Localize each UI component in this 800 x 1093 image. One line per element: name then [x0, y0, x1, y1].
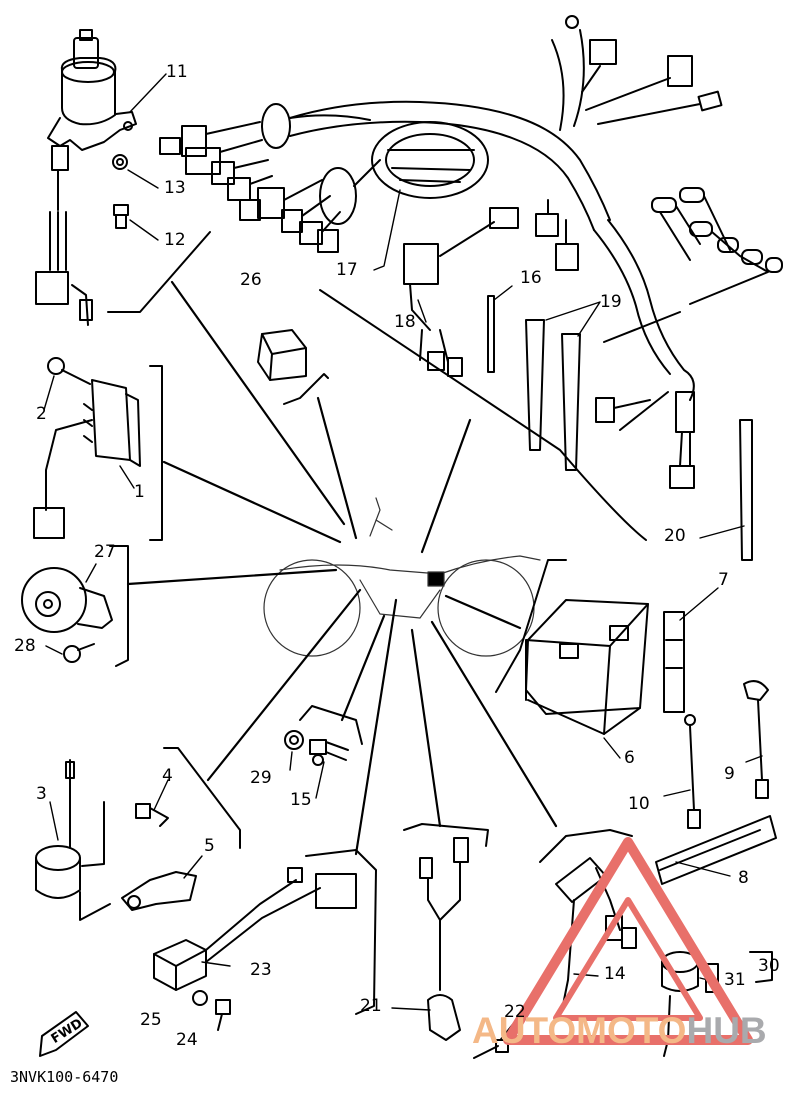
bracket-11: [107, 231, 211, 313]
callout-21: 21: [360, 996, 382, 1016]
callout-8: 8: [738, 868, 749, 888]
connector-18: [403, 199, 579, 377]
callout-18: 18: [394, 312, 416, 332]
motorcycle-outline: [263, 497, 541, 657]
bracket-1: [149, 365, 163, 541]
screw-24: [215, 999, 231, 1031]
battery-band-8: [655, 815, 777, 885]
callout-11: 11: [166, 62, 188, 82]
bracket-26: [283, 373, 329, 405]
callout-6: 6: [624, 748, 635, 768]
callout-16: 16: [520, 268, 542, 288]
relay-26: [257, 329, 307, 381]
callout-22: 22: [504, 1002, 526, 1022]
battery-lead-10: [684, 714, 701, 829]
bracket-21: [403, 823, 489, 847]
battery-lead-9: [743, 680, 769, 799]
fwd-arrow-icon: [39, 1011, 89, 1057]
callout-26: 26: [240, 270, 262, 290]
callout-25: 25: [140, 1010, 162, 1030]
callout-30: 30: [758, 956, 780, 976]
callout-15: 15: [290, 790, 312, 810]
bracket-30: [749, 951, 773, 983]
screw-4: [135, 803, 169, 827]
bracket-23: [305, 849, 377, 1015]
callout-2: 2: [36, 404, 47, 424]
washer-13: [112, 154, 128, 170]
washer-29: [284, 730, 304, 750]
watermark-part-b: HUB: [686, 1010, 767, 1051]
harness-connectors-left: [159, 103, 381, 253]
callout-31: 31: [724, 970, 746, 990]
screw-2: [47, 357, 91, 385]
screw-22: [473, 1039, 509, 1059]
callout-20: 20: [664, 526, 686, 546]
callout-12: 12: [164, 230, 186, 250]
horn-27: [21, 567, 113, 633]
callout-14: 14: [604, 964, 626, 984]
callout-17: 17: [336, 260, 358, 280]
battery-pad-7: [663, 611, 685, 713]
watermark-text: AUTOMOTOHUB: [472, 1010, 767, 1052]
drawing-code: 3NVK100-6470: [10, 1068, 119, 1086]
screw-12: [113, 204, 129, 229]
cdi-unit-23: [153, 867, 357, 991]
callout-23: 23: [250, 960, 272, 980]
spark-plug-cap-5: [121, 871, 197, 911]
washer-25: [192, 990, 208, 1006]
callout-19: 19: [600, 292, 622, 312]
callout-4: 4: [162, 766, 173, 786]
callout-10: 10: [628, 794, 650, 814]
battery-6: [525, 599, 649, 735]
leader-lines: [126, 280, 558, 856]
bracket-harness: [319, 289, 647, 541]
callout-9: 9: [724, 764, 735, 784]
callout-ticks: [43, 73, 763, 1041]
watermark-logo-icon: [503, 837, 753, 1045]
callout-29: 29: [250, 768, 272, 788]
callout-7: 7: [718, 570, 729, 590]
callout-24: 24: [176, 1030, 198, 1050]
callout-28: 28: [14, 636, 36, 656]
callout-27: 27: [94, 542, 116, 562]
bracket-battery: [495, 559, 567, 693]
bracket-14: [539, 829, 633, 863]
main-switch: [35, 29, 137, 326]
cable-ties: [487, 295, 753, 561]
connector-cluster-right: [595, 187, 783, 489]
callout-13: 13: [164, 178, 186, 198]
rectifier-1: [33, 379, 141, 539]
wire-harness-17: [289, 15, 723, 401]
bracket-coil: [163, 747, 241, 849]
bracket-15: [299, 705, 363, 745]
sensor-21: [419, 837, 469, 1041]
watermark-part-a: AUTOMOTO: [472, 1010, 687, 1051]
ignition-coil-3: [35, 759, 111, 921]
bolt-28: [63, 643, 95, 663]
bracket-27: [109, 545, 129, 667]
callout-3: 3: [36, 784, 47, 804]
callout-1: 1: [134, 482, 145, 502]
callout-5: 5: [204, 836, 215, 856]
bolt-15: [309, 739, 349, 766]
